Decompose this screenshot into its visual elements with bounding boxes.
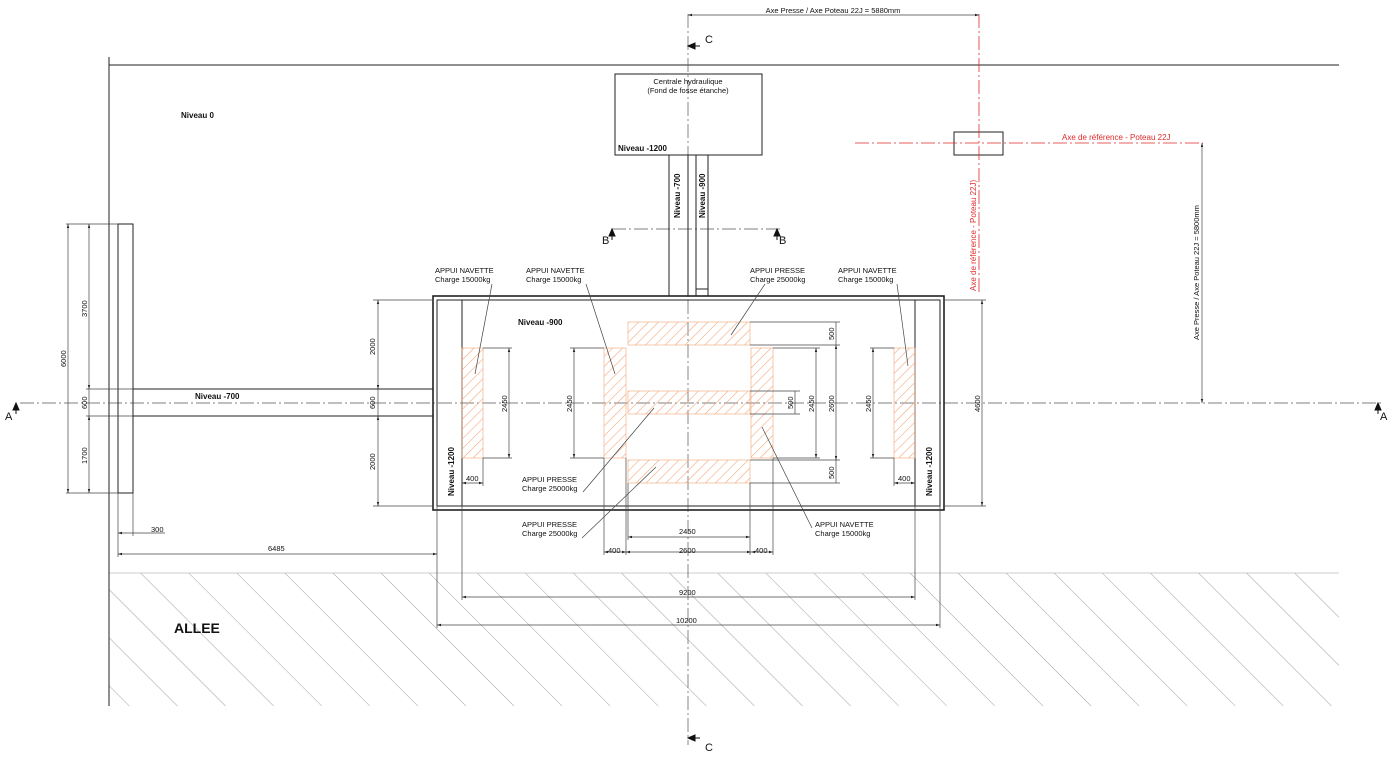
reference-axis-vertical-label: Axe de référence - Poteau 22J) xyxy=(969,179,978,291)
section-b-left: B xyxy=(602,235,609,247)
label-navette-1-title: APPUI NAVETTE xyxy=(435,266,494,275)
label-presse-top-load: Charge 25000kg xyxy=(750,275,805,284)
level-minus-1200-hydraulic: Niveau -1200 xyxy=(618,144,667,153)
support-presse-mid xyxy=(627,390,751,415)
label-navette-2-load: Charge 15000kg xyxy=(526,275,581,284)
label-presse-mid-load: Charge 25000kg xyxy=(522,484,577,493)
dim-2000-bot: 2000 xyxy=(368,453,377,470)
dim-600-mid: 600 xyxy=(368,396,377,409)
dim-2450-c: 2450 xyxy=(807,395,816,412)
support-presse-top xyxy=(627,321,751,346)
support-navette-second xyxy=(603,347,627,459)
label-presse-top-title: APPUI PRESSE xyxy=(750,266,805,275)
dim-3700: 3700 xyxy=(80,300,89,317)
dim-axe-presse-vertical: Axe Presse / Axe Poteau 22J = 5800mm xyxy=(1192,205,1201,340)
dim-9200: 9200 xyxy=(679,588,696,597)
dim-2450-a: 2450 xyxy=(500,395,509,412)
dim-2600-right: 2600 xyxy=(827,395,836,412)
dim-1700: 1700 xyxy=(80,447,89,464)
level-minus-900-vertical: Niveau -900 xyxy=(698,173,707,218)
section-c-top: C xyxy=(705,34,713,46)
support-presse-bot xyxy=(627,459,751,484)
dim-2600-bottom: 2600 xyxy=(679,546,696,555)
label-presse-bot-load: Charge 25000kg xyxy=(522,529,577,538)
dim-600-left: 600 xyxy=(80,396,89,409)
label-navette-1-load: Charge 15000kg xyxy=(435,275,490,284)
dim-500-top: 500 xyxy=(827,327,836,340)
section-a-right: A xyxy=(1380,411,1388,423)
label-presse-bot-title: APPUI PRESSE xyxy=(522,520,577,529)
dim-6000: 6000 xyxy=(59,350,68,367)
dim-6485: 6485 xyxy=(268,544,285,553)
label-navette-2-title: APPUI NAVETTE xyxy=(526,266,585,275)
dim-2000-top: 2000 xyxy=(368,338,377,355)
dim-axe-presse-horizontal: Axe Presse / Axe Poteau 22J = 5880mm xyxy=(766,6,901,15)
channel-niveau-700-horizontal xyxy=(132,388,434,417)
dim-10200: 10200 xyxy=(676,616,697,625)
section-a-left: A xyxy=(5,411,13,423)
allee-zone xyxy=(109,573,1339,706)
label-navette-3-load: Charge 15000kg xyxy=(838,275,893,284)
label-navette-3-title: APPUI NAVETTE xyxy=(838,266,897,275)
support-navette-right xyxy=(893,347,916,459)
support-navette-left xyxy=(461,347,484,459)
label-navette-4-load: Charge 15000kg xyxy=(815,529,870,538)
left-wall-column xyxy=(117,223,134,494)
level-minus-1200-left: Niveau -1200 xyxy=(447,447,456,496)
dim-300: 300 xyxy=(151,525,164,534)
dim-2450-bottom: 2450 xyxy=(679,527,696,536)
level-minus-900-pit: Niveau -900 xyxy=(518,318,563,327)
section-b-right: B xyxy=(779,235,786,247)
dim-2450-d: 2450 xyxy=(864,395,873,412)
level-minus-700-channel: Niveau -700 xyxy=(195,392,240,401)
reference-axis-horizontal-label: Axe de référence - Poteau 22J xyxy=(1062,133,1171,142)
dim-400-bottom-1: 400 xyxy=(608,546,621,555)
label-navette-4-title: APPUI NAVETTE xyxy=(815,520,874,529)
support-navette-third xyxy=(750,347,774,459)
level-0-label: Niveau 0 xyxy=(181,111,214,120)
label-presse-mid-title: APPUI PRESSE xyxy=(522,475,577,484)
section-c-bottom: C xyxy=(705,742,713,754)
dim-2450-b: 2450 xyxy=(565,395,574,412)
dim-400-d: 400 xyxy=(898,474,911,483)
allee-label: ALLEE xyxy=(174,620,220,636)
dim-500-mid: 500 xyxy=(786,396,795,409)
dim-400-a: 400 xyxy=(466,474,479,483)
dim-400-bottom-2: 400 xyxy=(755,546,768,555)
level-minus-700-vertical: Niveau -700 xyxy=(673,173,682,218)
dim-4600: 4600 xyxy=(973,395,982,412)
hydraulic-unit-line2: (Fond de fosse étanche) xyxy=(647,86,729,95)
level-minus-1200-right: Niveau -1200 xyxy=(925,447,934,496)
hydraulic-unit-line1: Centrale hydraulique xyxy=(653,77,722,86)
poteau-22j xyxy=(953,131,1004,156)
dim-500-bot: 500 xyxy=(827,466,836,479)
